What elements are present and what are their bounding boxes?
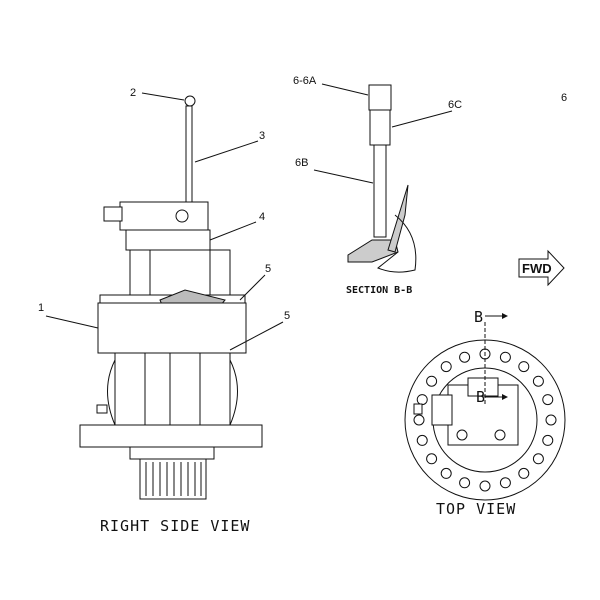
callout-6b: 6B [295,157,308,169]
bolt-hole [416,434,428,446]
bolt-hole [499,351,511,363]
eye-bolt-ring [184,95,196,107]
bolt-hole [459,477,471,489]
bolt-hole [440,361,452,373]
section-mark-b-upper: B [474,308,484,326]
caption-section-b-b: SECTION B-B [346,285,412,296]
callout-1: 1 [38,302,44,314]
fwd-arrow-icon: FWD [518,249,565,287]
callout-2: 2 [130,87,136,99]
right-side-view-assembly [79,95,263,500]
callout-5-lower: 5 [284,310,290,322]
bolt-hole [499,477,511,489]
callout-6: 6 [561,92,567,104]
bolt-hole [426,375,438,387]
callout-4: 4 [259,211,265,223]
bolt-hole [440,467,452,479]
bolt-hole [413,414,425,426]
lower-housing [114,352,231,426]
fwd-label: FWD [522,261,552,276]
callout-6c: 6C [448,99,462,111]
tube-upper [369,109,391,146]
bolt-hole [416,394,428,406]
bolt-hole-ring [413,348,557,492]
bolt-hole [459,351,471,363]
callout-5-upper: 5 [265,263,271,275]
motor-neck [129,249,231,296]
callout-3: 3 [259,130,265,142]
bolt-hole [532,375,544,387]
callouts-section: 6-6A 6C 6B 6 [293,75,567,184]
bottom-flange [79,424,263,448]
bolt-hole [545,414,557,426]
bolt-hole [518,361,530,373]
dipstick-cap [368,84,392,111]
swing-flange-ring [97,302,247,354]
section-b-b-detail [347,84,417,273]
bolt-hole [518,467,530,479]
top-view-assembly: B B [404,308,566,501]
tube [373,144,387,238]
pinion-gear [139,458,207,500]
motor-top-block [119,201,209,231]
callouts-right-side-view: 2 3 4 5 5 1 [38,87,290,351]
bolt-hole [542,394,554,406]
caption-right-side-view: RIGHT SIDE VIEW [100,517,250,535]
callout-6-6a: 6-6A [293,75,317,87]
caption-top-view: TOP VIEW [436,500,516,518]
bolt-hole [532,453,544,465]
bolt-hole [542,434,554,446]
bolt-hole [479,480,491,492]
section-mark-b-lower: B [476,388,486,406]
bolt-hole [426,453,438,465]
